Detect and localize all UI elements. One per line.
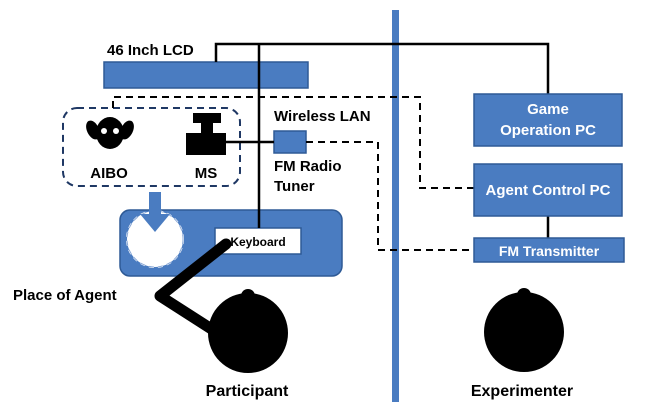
aibo-icon: [86, 117, 134, 149]
arrow-shaft: [149, 192, 161, 216]
place-of-agent-label: Place of Agent: [13, 287, 117, 304]
fm-radio-tuner-box: [273, 130, 307, 154]
experimenter-label: Experimenter: [471, 383, 573, 400]
game-operation-pc-label-line1: Game: [527, 101, 569, 118]
fm-transmitter-box: [473, 237, 625, 263]
solid-connections: [214, 42, 550, 238]
lcd-label: 46 Inch LCD: [107, 42, 194, 59]
aibo-label: AIBO: [90, 165, 128, 182]
fm-radio-tuner-label-line1: FM Radio: [274, 158, 342, 175]
room-divider: [392, 10, 399, 402]
fm-radio-tuner-label-line2: Tuner: [274, 178, 315, 195]
ms-label: MS: [195, 165, 218, 182]
experimenter-icon: [484, 288, 564, 372]
agent-control-pc-box: [473, 163, 623, 217]
arrow-down-icon: [140, 214, 170, 232]
lcd-screen: [103, 61, 309, 89]
aibo-ms-group: [62, 107, 241, 187]
game-operation-pc-box: [473, 93, 623, 147]
wireless-lan-label: Wireless LAN: [274, 108, 371, 125]
dashed-connections: [112, 96, 474, 251]
participant-label: Participant: [206, 383, 289, 400]
participant-icon: [208, 289, 288, 373]
ms-icon: [186, 113, 226, 155]
game-operation-pc-label-line2: Operation PC: [500, 122, 596, 139]
fm-transmitter-label: FM Transmitter: [499, 243, 600, 259]
keyboard-label: Keyboard: [230, 235, 285, 249]
agent-control-pc-label: Agent Control PC: [486, 182, 611, 199]
participant-arm: [154, 238, 232, 336]
